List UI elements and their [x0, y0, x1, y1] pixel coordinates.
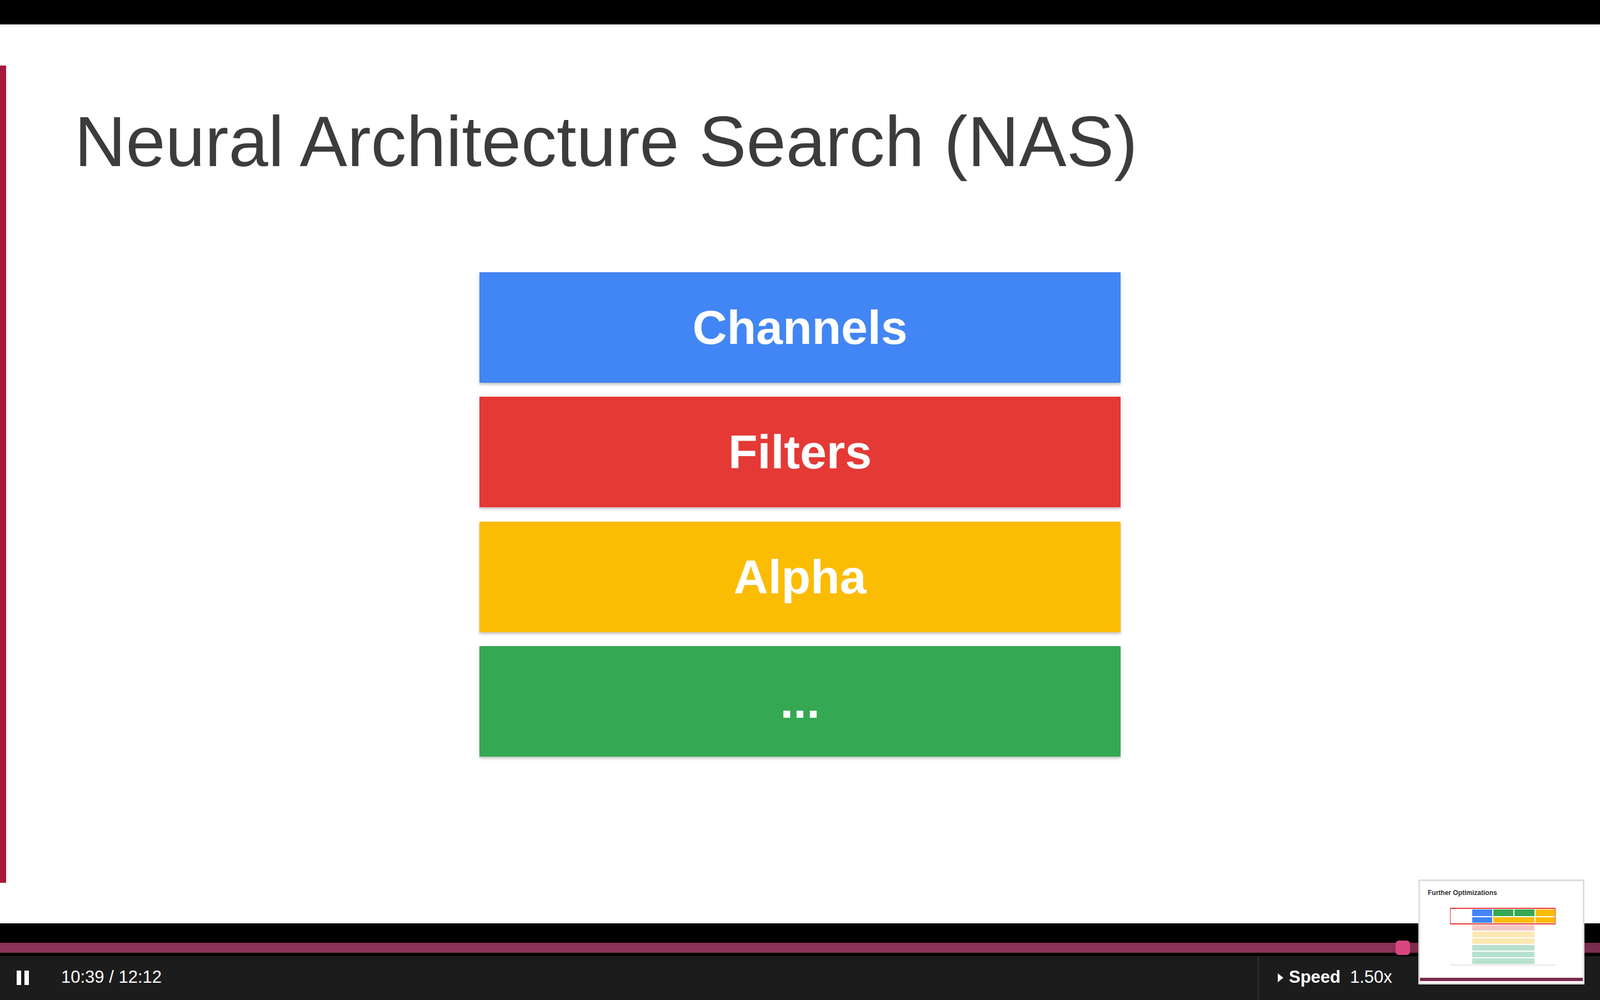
option-box: ...	[479, 646, 1121, 757]
progress-scrubber	[1395, 940, 1410, 955]
option-label: Filters	[728, 424, 872, 480]
time-display: 10:39 / 12:12	[61, 966, 162, 988]
thumbnail-progress	[1420, 977, 1583, 982]
slide-title: Neural Architecture Search (NAS)	[74, 98, 1138, 185]
option-box: Filters	[479, 396, 1121, 508]
thumbnail-table	[1450, 902, 1556, 970]
option-box: Channels	[479, 272, 1121, 383]
option-label: Channels	[692, 300, 908, 355]
thumbnail-title: Further Optimizations	[1427, 888, 1498, 897]
pause-icon	[15, 969, 32, 987]
option-box: Alpha	[479, 521, 1121, 633]
option-label: ...	[780, 673, 820, 729]
accent-bar	[0, 65, 7, 883]
speed-divider	[1257, 956, 1259, 1000]
speed-value: 1.50x	[1350, 966, 1393, 988]
progress-played	[0, 942, 1403, 953]
speed-triangle	[1276, 972, 1285, 984]
speed-label: Speed	[1288, 966, 1341, 988]
option-label: Alpha	[733, 549, 867, 605]
